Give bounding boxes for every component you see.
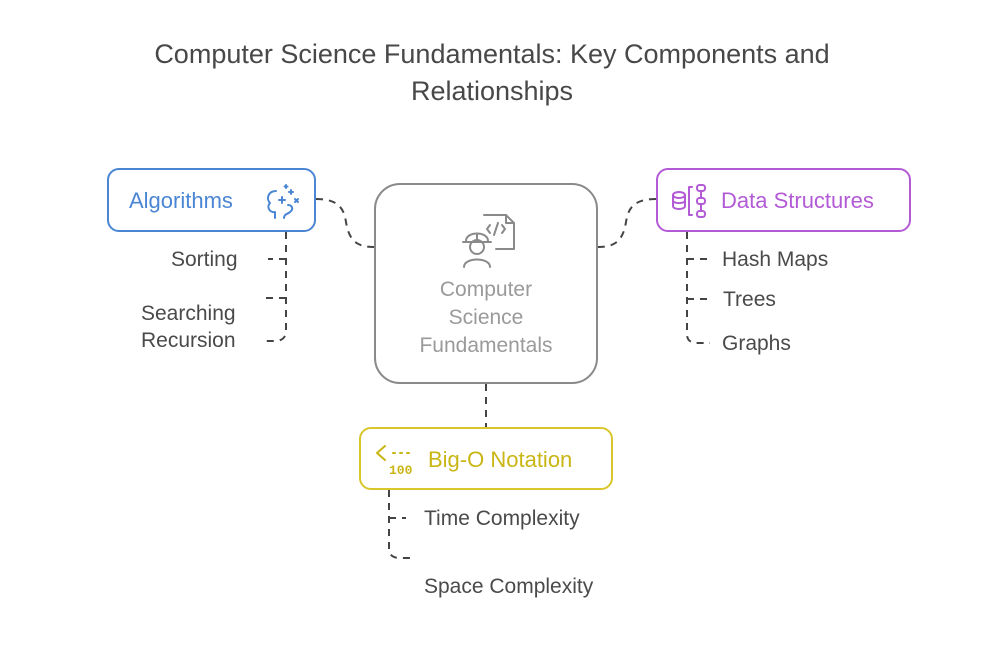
big-o-label: Big-O Notation bbox=[428, 447, 573, 472]
big-o-node: 100 Big-O Notation bbox=[359, 427, 613, 490]
center-label-line-1: Computer bbox=[439, 278, 533, 301]
algorithms-item-recursion: Recursion bbox=[141, 329, 236, 352]
algorithms-item-searching: Searching bbox=[141, 302, 236, 325]
title-line-1: Computer Science Fundamentals: Key Compo… bbox=[154, 39, 830, 69]
connector-bigo-items bbox=[388, 490, 410, 559]
diagram-title: Computer Science Fundamentals: Key Compo… bbox=[0, 36, 984, 110]
scale-100-icon: 100 bbox=[376, 445, 413, 478]
brain-sparkle-icon bbox=[267, 184, 299, 219]
svg-text:100: 100 bbox=[389, 463, 413, 478]
center-label-line-3: Fundamentals bbox=[419, 334, 553, 357]
connector-data-items bbox=[686, 232, 710, 344]
connector-data-center bbox=[597, 198, 657, 248]
big-o-item-time-complexity: Time Complexity bbox=[424, 507, 580, 530]
center-node: Computer Science Fundamentals bbox=[374, 183, 598, 384]
data-structures-item-hash-maps: Hash Maps bbox=[722, 248, 829, 271]
data-structures-item-trees: Trees bbox=[723, 288, 776, 311]
center-label: Computer Science Fundamentals bbox=[376, 276, 596, 360]
algorithms-label: Algorithms bbox=[129, 188, 233, 213]
big-o-item-space-complexity: Space Complexity bbox=[424, 575, 594, 598]
connector-algorithms-items bbox=[262, 232, 287, 342]
data-structures-item-graphs: Graphs bbox=[722, 332, 791, 355]
algorithms-item-sorting: Sorting bbox=[171, 248, 238, 271]
connector-algorithms-center bbox=[315, 198, 375, 248]
center-label-line-2: Science bbox=[448, 306, 524, 329]
database-structure-icon bbox=[672, 184, 706, 218]
developer-code-icon bbox=[462, 214, 515, 268]
data-structures-node: Data Structures bbox=[656, 168, 911, 232]
data-structures-label: Data Structures bbox=[721, 188, 874, 213]
algorithms-node: Algorithms bbox=[107, 168, 316, 232]
title-line-2: Relationships bbox=[410, 76, 574, 106]
